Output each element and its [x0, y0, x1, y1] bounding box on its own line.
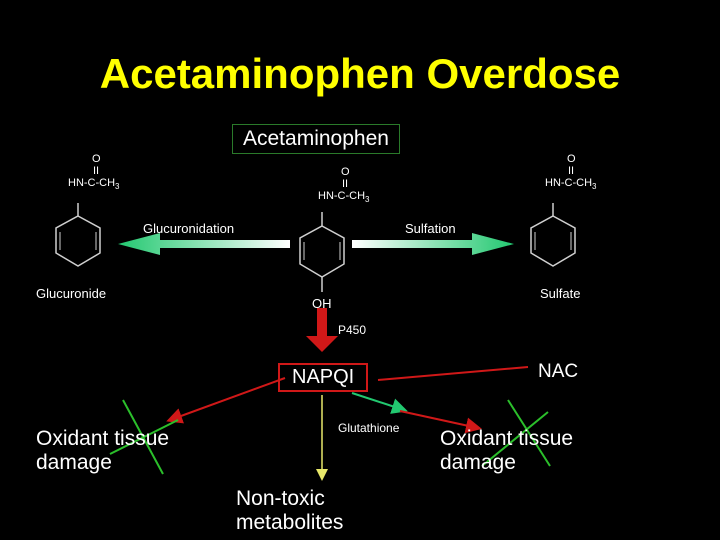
napqi-label: NAPQI — [278, 363, 369, 392]
right-damage-cross — [481, 399, 551, 467]
left-damage-cross — [109, 399, 179, 475]
center-oxygen-atom: O — [341, 166, 350, 178]
left-amide-group: HN-C-CH3 — [68, 177, 120, 192]
nac-label: NAC — [538, 361, 579, 382]
acetaminophen-label: Acetaminophen — [232, 124, 400, 154]
right-double-bond: II — [568, 165, 575, 177]
p450-arrow — [306, 308, 338, 352]
left-oxidant-damage-text: Oxidant tissue damage — [36, 427, 170, 474]
nontoxic-metabolites-text: Non-toxic metabolites — [236, 487, 344, 534]
sulfation-arrow — [352, 233, 514, 255]
right-amide-group: HN-C-CH3 — [545, 177, 597, 192]
hydroxyl-group: OH — [312, 296, 332, 311]
glutathione-to-right-damage-arrow — [399, 410, 482, 434]
p450-label: P450 — [338, 323, 367, 337]
right-carbonyl-group: O II HN-C-CH3 — [545, 153, 615, 193]
right-oxygen-atom: O — [567, 153, 576, 165]
sulfate-label: Sulfate — [540, 286, 581, 301]
nac-to-napqi-line — [377, 366, 529, 381]
center-amide-group: HN-C-CH3 — [318, 190, 370, 205]
center-double-bond: II — [342, 178, 349, 190]
glutathione-label: Glutathione — [338, 421, 400, 435]
center-benzene-ring — [299, 212, 345, 292]
right-benzene-ring — [530, 203, 576, 267]
sulfation-label: Sulfation — [405, 221, 456, 236]
glutathione-branch-arrow — [351, 392, 408, 414]
glucuronidation-arrow — [118, 233, 290, 255]
left-oxygen-atom: O — [92, 153, 101, 165]
left-carbonyl-group: O II HN-C-CH3 — [68, 153, 128, 193]
glucuronide-label: Glucuronide — [36, 286, 107, 301]
left-double-bond: II — [93, 165, 100, 177]
center-carbonyl-group: O II HN-C-CH3 — [318, 166, 388, 206]
left-benzene-ring — [55, 203, 101, 267]
slide-title: Acetaminophen Overdose — [99, 50, 621, 97]
right-oxidant-damage-text: Oxidant tissue damage — [440, 427, 574, 474]
glucuronidation-label: Glucuronidation — [143, 221, 235, 236]
napqi-to-left-damage-arrow — [166, 377, 286, 424]
